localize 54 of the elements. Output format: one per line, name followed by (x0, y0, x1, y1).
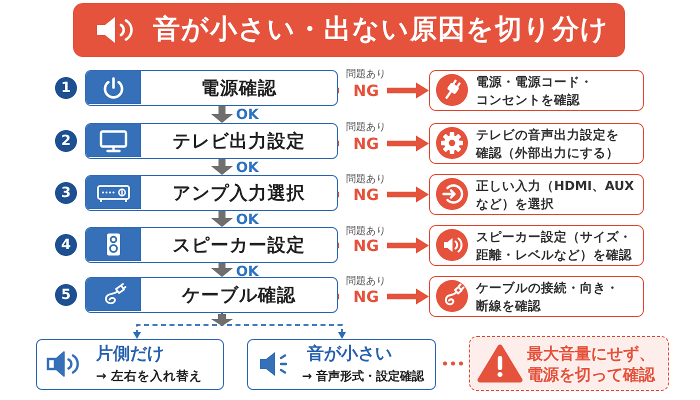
step-title: 電源確認 (201, 77, 277, 100)
title-text: 音が小さい・出ない原因を切り分け (153, 13, 609, 47)
result-box (247, 339, 436, 390)
edge-label: NG (353, 236, 379, 256)
step-title: テレビ出力設定 (172, 130, 306, 153)
step-box (85, 227, 338, 263)
edge-label: OK (236, 264, 259, 280)
arrow (211, 263, 233, 277)
step-box (85, 175, 338, 211)
result-text: → 左右を入れ替え (96, 367, 202, 385)
instruction-text: スピーカー設定（サイズ・距離・レベルなど）を確認 (476, 228, 633, 263)
status-note: 問題あり (346, 122, 386, 134)
warning-box (469, 336, 669, 391)
step-title: スピーカー設定 (172, 234, 306, 257)
action-box (429, 225, 644, 266)
arrow (211, 106, 233, 123)
action-box (429, 276, 644, 317)
step-number: 3 (55, 182, 77, 204)
status-note: 問題あり (346, 276, 386, 288)
edge-label: NG (353, 286, 379, 306)
step-title: ケーブル確認 (182, 284, 296, 307)
edge-label: OK (236, 160, 259, 176)
warning-text: 最大音量にせず、電源を切って確認 (527, 342, 656, 384)
status-note: 問題あり (346, 226, 386, 238)
edge-label: NG (353, 134, 379, 154)
result-title: 片側だけ (96, 344, 164, 365)
step-number: 2 (55, 130, 77, 152)
instruction-text: テレビの音声出力設定を確認（外部出力にする） (476, 126, 620, 161)
edge-label: NG (353, 184, 379, 204)
result-title: 音が小さい (307, 344, 392, 365)
arrow (221, 313, 346, 339)
status-note: 問題あり (346, 69, 386, 81)
edge-label: OK (236, 107, 259, 123)
step-number: 1 (55, 77, 77, 99)
instruction-text: 正しい入力（HDMI、AUX など）を選択 (476, 177, 636, 212)
result-text: → 音声形式・設定確認 (302, 368, 424, 385)
result-box (36, 339, 224, 390)
step-box (85, 123, 338, 159)
arrow (211, 211, 233, 227)
action-box (429, 123, 644, 164)
step-number: 4 (55, 234, 77, 256)
arrow (211, 159, 233, 175)
action-box (429, 70, 644, 111)
down-arrow (211, 314, 233, 326)
status-note: 問題あり (346, 174, 386, 186)
step-box (85, 277, 338, 313)
step-box (85, 70, 338, 106)
instruction-text: 電源・電源コード・コンセントを確認 (476, 73, 594, 108)
step-title: アンプ入力選択 (172, 182, 306, 205)
instruction-text: ケーブルの接続・向き・断線を確認 (476, 279, 620, 314)
edge-label: NG (353, 80, 379, 100)
action-box (429, 174, 644, 215)
edge-label: OK (236, 212, 259, 228)
step-number: 5 (55, 284, 77, 306)
